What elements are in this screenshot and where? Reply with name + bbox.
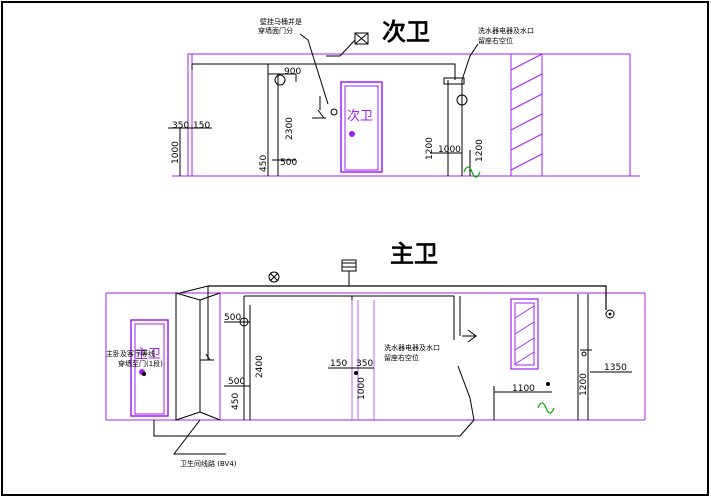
bottom-door-label: 主卫	[135, 347, 161, 362]
top-note-right-2: 留座右空位	[478, 36, 513, 45]
top-dim-350: 350	[172, 121, 189, 131]
master-bathroom-elevation: 主卫 主卫	[105, 240, 646, 468]
bottom-outlet-icon	[605, 309, 615, 319]
top-room-outline	[187, 53, 631, 177]
bottom-dim-450: 450	[231, 393, 241, 410]
top-dim-1000b: 1000	[438, 145, 461, 155]
bottom-shower-icon	[462, 329, 477, 343]
bottom-note-bottom: 卫生间线路 (BV4)	[180, 459, 237, 468]
ground-symbol-icon	[463, 166, 481, 178]
outlet-icon	[456, 94, 468, 106]
bottom-dim-150: 150	[330, 359, 347, 369]
bottom-light-fixture-icon	[268, 271, 280, 283]
bottom-door	[130, 319, 169, 417]
top-note-left-2: 穿墙面门分	[258, 26, 293, 35]
bottom-note-door-2: 穿墙至门(1段)	[118, 359, 163, 368]
bottom-title: 主卫	[390, 240, 438, 268]
top-note-left-1: 壁挂马桶并是	[260, 17, 302, 26]
bottom-floor-conduit	[153, 419, 475, 437]
bottom-dim-1000: 1000	[357, 377, 367, 400]
top-dim-150: 150	[193, 121, 210, 131]
top-door-knob	[349, 131, 355, 137]
bottom-dim-500a: 500	[224, 313, 241, 323]
top-dim-900: 900	[284, 67, 301, 77]
bottom-dim-1350: 1350	[604, 363, 627, 373]
top-dim-1200: 1200	[425, 137, 435, 160]
bottom-folding-panel	[175, 292, 201, 421]
bottom-left-shower-icon	[200, 353, 214, 361]
top-dim-500: 500	[280, 158, 297, 168]
bottom-dim-350: 350	[356, 359, 373, 369]
bottom-dim-2400: 2400	[255, 355, 265, 378]
bottom-dim-1200: 1200	[579, 373, 589, 396]
top-title: 次卫	[382, 18, 430, 46]
bottom-ground-symbol-icon	[537, 402, 555, 414]
top-door-label: 次卫	[347, 108, 373, 124]
bottom-mirror	[510, 298, 539, 370]
top-door	[340, 81, 383, 173]
bottom-ceiling-pipe	[208, 285, 607, 310]
top-note-right-1: 洗水器电器及水口	[478, 26, 534, 35]
top-dim-1000: 1000	[171, 141, 181, 164]
top-dim-2300: 2300	[285, 117, 295, 140]
top-dim-450: 450	[259, 155, 269, 172]
bottom-dim-500b: 500	[228, 377, 245, 387]
bottom-note-mid-1: 洗水器电器及水口	[384, 343, 440, 352]
top-dim-1200b: 1200	[475, 139, 485, 162]
bottom-note-mid-2: 留座右空位	[384, 353, 419, 362]
bottom-note-door-1: 主卧及客厅等线	[106, 349, 155, 358]
secondary-bathroom-elevation: 次卫 次卫 壁挂马桶并是	[168, 17, 640, 178]
shower-icon	[312, 108, 338, 119]
exhaust-fan-icon	[354, 32, 369, 45]
bottom-right-fixture-icon	[580, 349, 592, 357]
bottom-exhaust-fan-icon	[341, 259, 357, 272]
top-hatched-wall	[510, 53, 543, 177]
top-ceiling-pipe	[192, 63, 456, 80]
light-fixture-icon	[274, 74, 286, 86]
bottom-dim-1100: 1100	[512, 384, 535, 394]
